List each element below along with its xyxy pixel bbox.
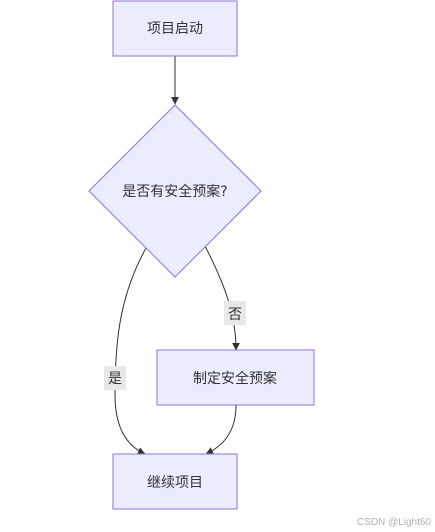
edge-label-yes-text: 是 [108, 371, 122, 387]
node-project-start-label: 项目启动 [147, 21, 203, 37]
node-make-safety-plan[interactable]: 制定安全预案 [156, 349, 315, 406]
node-safety-plan-decision[interactable]: 是否有安全预案? [88, 104, 262, 278]
watermark-text: CSDN @Light60 [356, 517, 431, 528]
edge-label-no: 否 [224, 301, 246, 325]
edge-decision-to-continue [114, 247, 147, 455]
node-safety-plan-decision-label: 是否有安全预案? [122, 183, 227, 200]
edge-make-plan-to-continue [205, 404, 237, 455]
edge-label-no-text: 否 [228, 307, 242, 323]
edge-label-yes: 是 [104, 366, 126, 390]
edge-decision-to-make-plan [204, 245, 240, 351]
node-continue-project-label: 继续项目 [147, 474, 203, 491]
node-make-safety-plan-label: 制定安全预案 [193, 370, 277, 387]
node-continue-project[interactable]: 继续项目 [112, 453, 238, 510]
node-project-start[interactable]: 项目启动 [112, 0, 238, 57]
